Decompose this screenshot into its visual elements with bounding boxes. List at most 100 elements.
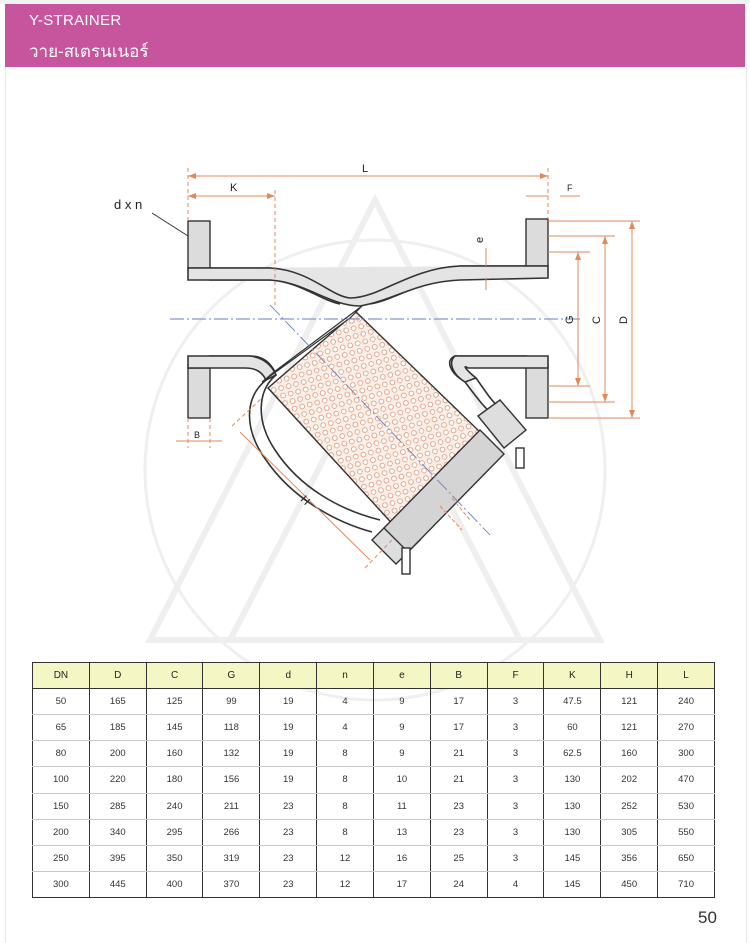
table-cell: 50 [32, 688, 90, 716]
label-L: L [362, 163, 368, 175]
table-cell: 200 [32, 819, 90, 846]
table-cell: 145 [543, 845, 602, 872]
table-cell: 266 [202, 819, 261, 846]
table-cell: 295 [145, 819, 204, 846]
col-header-c: C [145, 662, 204, 689]
table-cell: 121 [600, 714, 659, 742]
left-flange [187, 220, 211, 419]
table-cell: 100 [32, 766, 90, 794]
table-header-row: DN D C G d n e B F K H L [32, 662, 715, 689]
table-cell: 150 [32, 793, 90, 820]
col-header-k: K [543, 662, 602, 689]
col-header-dn: DN [32, 662, 90, 689]
table-cell: 3 [486, 714, 545, 742]
table-cell: 10 [372, 766, 431, 794]
table-cell: 21 [429, 766, 488, 794]
table-cell: 319 [202, 845, 261, 872]
table-cell: 118 [202, 714, 261, 742]
table-cell: 250 [32, 845, 90, 872]
table-cell: 130 [543, 793, 602, 820]
table-cell: 156 [202, 766, 261, 794]
table-cell: 47.5 [543, 688, 602, 716]
table-cell: 65 [32, 714, 90, 742]
center-lines [170, 304, 580, 536]
top-strip [0, 0, 750, 4]
label-G: G [564, 315, 576, 324]
label-e: e [474, 237, 486, 243]
table-cell: 19 [259, 688, 318, 716]
table-cell: 99 [202, 688, 261, 716]
table-cell: 121 [600, 688, 659, 716]
table-cell: 340 [88, 819, 147, 846]
table-cell: 8 [316, 740, 374, 768]
table-cell: 220 [88, 766, 147, 794]
label-dxn: d x n [114, 197, 142, 212]
table-cell: 23 [259, 819, 318, 846]
table-cell: 240 [145, 793, 204, 820]
col-header-d-small: d [259, 662, 318, 689]
table-cell: 650 [657, 845, 715, 872]
table-cell: 11 [372, 793, 431, 820]
table-cell: 130 [543, 766, 602, 794]
table-cell: 8 [316, 766, 374, 794]
valve-body [187, 265, 549, 533]
table-cell: 3 [486, 793, 545, 820]
table-cell: 12 [316, 845, 374, 872]
dimension-lines [151, 168, 640, 569]
table-cell: 4 [486, 871, 545, 899]
table-cell: 12 [316, 871, 374, 899]
table-cell: 13 [372, 819, 431, 846]
label-B: B [194, 430, 200, 440]
table-cell: 202 [600, 766, 659, 794]
table-cell: 19 [259, 766, 318, 794]
table-cell: 356 [600, 845, 659, 872]
table-cell: 24 [429, 871, 488, 899]
table-cell: 160 [145, 740, 204, 768]
table-cell: 252 [600, 793, 659, 820]
table-cell: 470 [657, 766, 715, 794]
table-cell: 550 [657, 819, 715, 846]
col-header-b: B [429, 662, 488, 689]
table-cell: 3 [486, 766, 545, 794]
bottom-cover [371, 399, 528, 575]
table-cell: 62.5 [543, 740, 602, 768]
table-cell: 80 [32, 740, 90, 768]
table-cell: 445 [88, 871, 147, 899]
table-cell: 530 [657, 793, 715, 820]
table-cell: 19 [259, 740, 318, 768]
table-cell: 211 [202, 793, 261, 820]
table-cell: 180 [145, 766, 204, 794]
table-cell: 370 [202, 871, 261, 899]
label-D: D [618, 316, 630, 324]
table-cell: 300 [32, 871, 90, 899]
table-cell: 3 [486, 845, 545, 872]
table-cell: 710 [657, 871, 715, 899]
col-header-l: L [657, 662, 715, 689]
table-cell: 130 [543, 819, 602, 846]
table-cell: 17 [372, 871, 431, 899]
table-cell: 160 [600, 740, 659, 768]
table-cell: 350 [145, 845, 204, 872]
col-header-f: F [486, 662, 545, 689]
table-cell: 400 [145, 871, 204, 899]
table-cell: 165 [88, 688, 147, 716]
dimension-arrows [188, 173, 635, 418]
page-number: 50 [698, 908, 717, 927]
table-cell: 3 [486, 688, 545, 716]
table-cell: 395 [88, 845, 147, 872]
label-F: F [567, 183, 573, 193]
table-cell: 270 [657, 714, 715, 742]
table-cell: 285 [88, 793, 147, 820]
table-cell: 17 [429, 688, 488, 716]
label-C: C [591, 316, 603, 324]
table-cell: 300 [657, 740, 715, 768]
table-cell: 3 [486, 740, 545, 768]
